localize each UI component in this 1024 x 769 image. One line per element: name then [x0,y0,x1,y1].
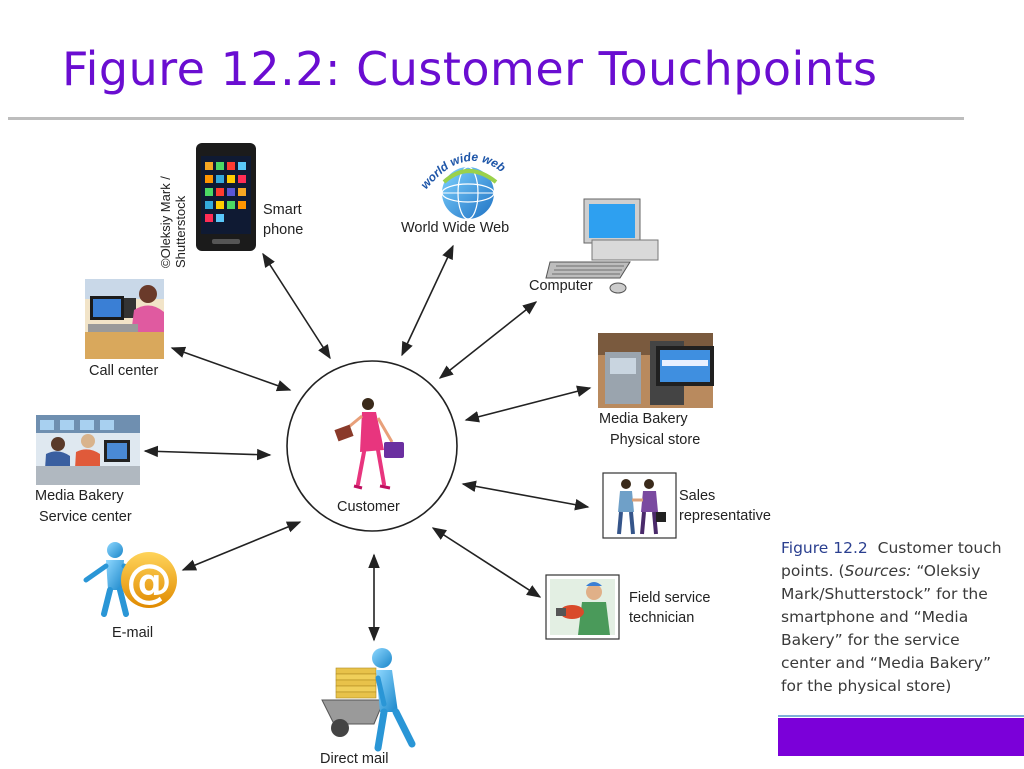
handshake-icon [602,472,677,539]
shopper-icon [334,398,404,490]
caption-text-2: “Oleksiy Mark/Shutterstock” for the smar… [781,562,992,695]
label-physical-store-line2: Physical store [610,432,701,448]
label-service-center-line2: Service center [39,509,132,525]
email-at-glyph: @ [126,554,172,608]
arrow-www [401,244,454,357]
label-direct-mail: Direct mail [320,751,389,767]
arrow-email [181,521,302,571]
desktop-computer-icon [545,198,659,294]
label-computer: Computer [529,278,593,294]
label-sales-rep-line2: representative [679,508,771,524]
label-smartphone-line1: Smart [263,202,302,218]
smartphone-icon [196,143,256,251]
kiosk-photo [598,333,714,408]
label-field-service-line1: Field service [629,590,711,606]
label-service-center: Media Bakery Service center [35,486,132,528]
call-center-photo [85,279,164,359]
label-customer: Customer [337,499,400,515]
label-service-center-line1: Media Bakery [35,488,124,504]
caption-divider [778,715,1024,717]
connector-arrows [143,244,592,642]
globe-icon: world wide web [418,150,508,220]
arrow-physical-store [464,385,592,423]
label-physical-store-line1: Media Bakery [599,411,688,427]
title-divider [8,117,964,120]
label-field-service: Field service technician [629,588,710,628]
label-smartphone-line2: phone [263,222,304,238]
caption-sources-label: Sources: [844,562,912,580]
photo-credit-line1: ©Oleksiy Mark / [158,176,173,268]
arrow-field-service [431,527,542,598]
technician-icon [545,574,620,640]
wheelbarrow-mail-icon [321,648,416,752]
label-www: World Wide Web [401,220,510,236]
arrow-sales-rep [461,480,590,511]
service-desk-photo [36,415,140,485]
caption-figure-label: Figure 12.2 [781,539,868,557]
email-at-figure-icon: @ [83,542,177,617]
label-sales-rep: Sales representative [679,486,771,526]
photo-credit: ©Oleksiy Mark / Shutterstock [158,176,188,268]
arrow-computer [438,301,538,379]
customer-node [286,360,458,532]
label-field-service-line2: technician [629,610,695,626]
label-sales-rep-line1: Sales [679,488,716,504]
label-call-center: Call center [89,363,159,379]
arrow-call-center [170,346,292,392]
photo-credit-line2: Shutterstock [173,195,188,268]
label-smartphone: Smart phone [263,200,303,240]
accent-bar [778,718,1024,756]
arrow-smartphone [262,252,331,360]
label-email: E-mail [112,625,154,641]
arrow-service-center [143,445,272,461]
caption-text-1: Customer touch points. ( [781,539,1002,580]
label-physical-store: Media Bakery Physical store [599,409,700,451]
figure-caption: Figure 12.2 Customer touch points. (Sour… [781,537,1013,698]
page-title: Figure 12.2: Customer Touchpoints [62,42,878,96]
